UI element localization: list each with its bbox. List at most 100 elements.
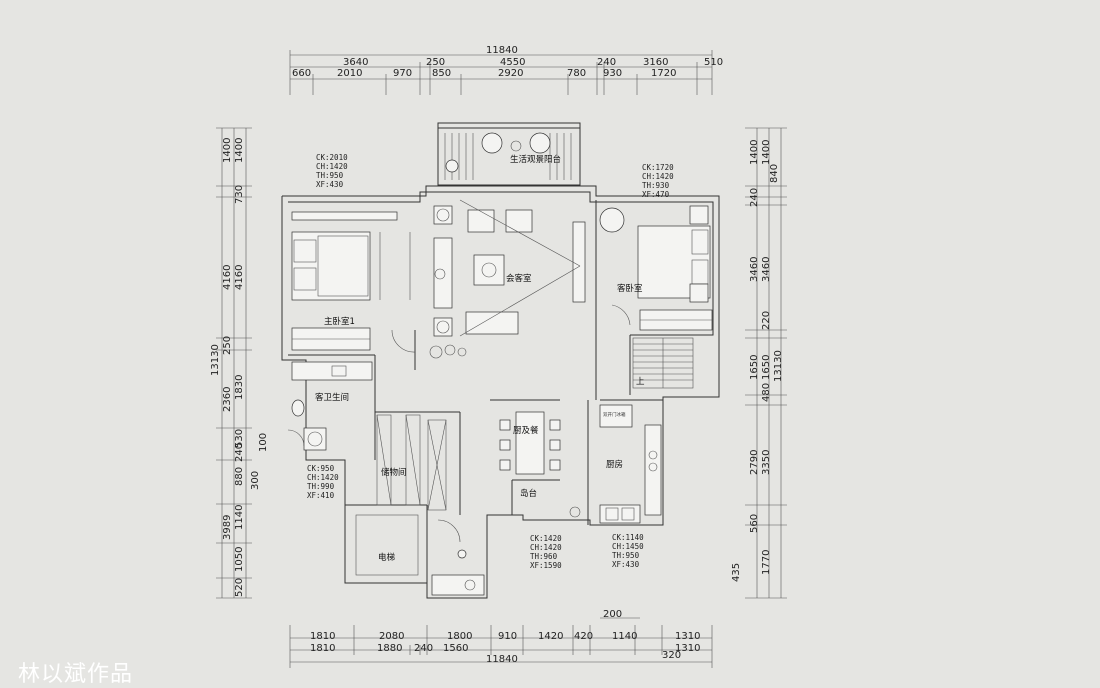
bath-xf: XF:410: [307, 491, 335, 500]
kitchen-xf: XF:430: [612, 560, 640, 569]
guest-th: TH:930: [642, 181, 670, 190]
right-dimension-lines: [745, 127, 787, 599]
left-inner-dim-1: 240: [234, 443, 245, 462]
top-dim-6: 510: [704, 57, 723, 68]
right-dimension-texts: 1400 1400 840 240 3460 3460 220 1650 165…: [731, 140, 784, 582]
bottom-dim-4: 910: [498, 631, 517, 642]
bottom-dim-5: 1420: [538, 631, 563, 642]
left-dim-11: 1050: [234, 547, 245, 572]
balcony-label: 生活观景阳台: [510, 154, 561, 165]
guest-xf: XF:470: [642, 190, 670, 199]
bottom-dim-1: 1810: [310, 631, 335, 642]
left-dim-12: 520: [234, 578, 245, 597]
top-dim-13: 930: [603, 68, 622, 79]
guest-ch: CH:1420: [642, 172, 674, 181]
exterior-walls: [281, 122, 720, 599]
master-bedroom-label: 主卧室1: [324, 316, 355, 327]
top-dim-8: 2010: [337, 68, 362, 79]
author-watermark: 林以斌作品: [18, 662, 134, 687]
storage-fixtures: [376, 414, 447, 511]
kitchen-ch: CH:1450: [612, 542, 644, 551]
kitchen-label: 厨房: [606, 459, 623, 470]
left-dim-7: 2360: [222, 387, 233, 412]
dining-window-spec: CK:1420 CH:1420 TH:960 XF:1590: [530, 534, 562, 570]
fridge-label: 双开门冰箱: [603, 411, 626, 418]
guest-ck: CK:1720: [642, 163, 674, 172]
storage-label: 储物间: [381, 467, 407, 478]
bottom-dim-11: 240: [414, 643, 433, 654]
balcony-furniture: [444, 132, 572, 180]
master-bedroom-furniture: [291, 211, 411, 351]
bottom-total-dim: 11840: [486, 654, 518, 665]
dining-th: TH:960: [530, 552, 558, 561]
right-total-dim: 13130: [773, 350, 784, 382]
right-dim-6: 220: [761, 311, 772, 330]
top-dim-4: 240: [597, 57, 616, 68]
dining-xf: XF:1590: [530, 561, 562, 570]
left-dimension-texts: 1400 1400 730 4160 4160 250 13130 2360 1…: [210, 138, 269, 597]
entry-fixtures: [431, 549, 485, 596]
dining-ch: CH:1420: [530, 543, 562, 552]
right-dim-5: 3460: [761, 257, 772, 282]
elevator-box: [355, 514, 419, 576]
right-dim-2: 1400: [761, 140, 772, 165]
guest-bedroom-furniture: [599, 205, 713, 331]
left-dim-9: 530: [234, 429, 245, 448]
left-dim-1: 1400: [222, 138, 233, 163]
elevator-label: 电梯: [378, 552, 396, 563]
bottom-dim-3: 1800: [447, 631, 472, 642]
stair-up-label: 上: [636, 377, 645, 387]
guest-bath-label: 客卫生间: [315, 392, 349, 403]
living-room-furniture: [433, 199, 586, 337]
top-dim-11: 2920: [498, 68, 523, 79]
bath-window-spec: CK:950 CH:1420 TH:990 XF:410: [307, 464, 339, 500]
bottom-dim-6: 420: [574, 631, 593, 642]
bottom-dim-12: 1560: [443, 643, 468, 654]
bottom-dim-9: 1810: [310, 643, 335, 654]
right-dim-13: 1770: [761, 550, 772, 575]
top-dim-5: 3160: [643, 57, 668, 68]
bath-ck: CK:950: [307, 464, 335, 473]
top-dim-12: 780: [567, 68, 586, 79]
left-dim-5: 4160: [234, 265, 245, 290]
living-room-label: 会客室: [506, 273, 532, 284]
left-dim-6: 250: [222, 336, 233, 355]
bottom-extra-dim-2: 320: [662, 650, 681, 661]
top-dim-7: 660: [292, 68, 311, 79]
right-dim-8: 1650: [761, 355, 772, 380]
dining-table-set: [499, 411, 561, 475]
top-total-dim: 11840: [486, 45, 518, 56]
top-dim-10: 850: [432, 68, 451, 79]
right-inner-dim-1: 840: [769, 164, 780, 183]
master-xf: XF:430: [316, 180, 344, 189]
island-label: 岛台: [520, 488, 537, 499]
right-dim-10: 3350: [761, 450, 772, 475]
top-dim-9: 970: [393, 68, 412, 79]
left-dim-2: 1400: [234, 138, 245, 163]
right-dim-4: 3460: [749, 257, 760, 282]
top-dimension-lines: [289, 50, 713, 95]
staircase: [632, 337, 694, 389]
right-dim-11: 560: [749, 514, 760, 533]
bath-th: TH:990: [307, 482, 335, 491]
kitchen-fixtures: [599, 404, 662, 524]
master-window-spec: CK:2010 CH:1420 TH:950 XF:430: [316, 153, 348, 189]
bottom-dim-13: 1310: [675, 643, 700, 654]
bottom-dim-8: 1310: [675, 631, 700, 642]
left-total-dim: 13130: [210, 344, 221, 376]
kitchen-ck: CK:1140: [612, 533, 644, 542]
right-dim-9: 2790: [749, 450, 760, 475]
right-dim-7: 1650: [749, 355, 760, 380]
top-dim-14: 1720: [651, 68, 676, 79]
guest-bath-fixtures: [291, 361, 373, 451]
guest-bedroom-label: 客卧室: [617, 283, 643, 294]
right-dim-3: 240: [749, 188, 760, 207]
bath-ch: CH:1420: [307, 473, 339, 482]
left-dim-8: 1830: [234, 375, 245, 400]
left-dim-3: 730: [234, 185, 245, 204]
dining-ck: CK:1420: [530, 534, 562, 543]
top-dim-3: 4550: [500, 57, 525, 68]
kitchen-th: TH:950: [612, 551, 640, 560]
left-inner-dim-4: 1140: [234, 505, 245, 530]
